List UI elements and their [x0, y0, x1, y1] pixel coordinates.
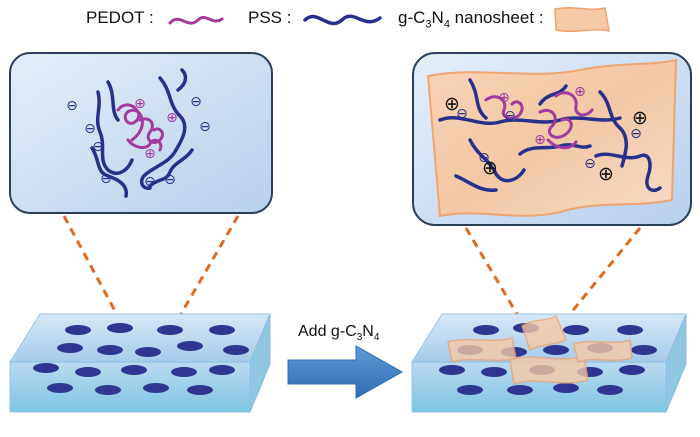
arrow-sub2: 4 [373, 332, 380, 344]
pedot-legend-squiggle [168, 15, 224, 25]
left-zoom-panel: ⊖ ⊖ ⊖ ⊖ ⊖ ⊖ ⊖ ⊖ ⊕ ⊕ ⊕ [9, 52, 273, 214]
right-pedot-chains [484, 91, 594, 150]
minus-sign: ⊖ [456, 106, 468, 122]
plus-sign: ⊕ [632, 107, 648, 129]
left-pedot-chains [116, 103, 164, 152]
process-arrow [287, 345, 404, 399]
minus-sign: ⊖ [199, 119, 211, 135]
plus-sign: ⊕ [482, 157, 498, 179]
arrow-label: Add g-C3N4 [298, 323, 379, 343]
left-pedot-pss-domains [33, 323, 249, 395]
minus-sign: ⊖ [164, 172, 176, 188]
nanosheet-legend-label: g-C3N4 nanosheet : [398, 8, 544, 30]
pss-legend-label: PSS : [248, 8, 292, 28]
plus-sign: ⊕ [574, 84, 586, 100]
minus-sign: ⊖ [630, 126, 642, 142]
pedot-label: PEDOT [86, 8, 145, 27]
arrow-prefix: Add g-C [298, 323, 357, 340]
embedded-nanosheets [447, 314, 633, 385]
pedot-legend-label: PEDOT : [86, 8, 154, 28]
minus-sign: ⊖ [504, 108, 516, 124]
minus-sign: ⊖ [144, 174, 156, 190]
gcn-suffix: nanosheet [449, 8, 535, 27]
plus-sign: ⊕ [534, 132, 546, 148]
left-pss-chains [90, 68, 194, 198]
plus-sign: ⊕ [166, 110, 178, 126]
legend-separator: : [286, 8, 292, 27]
arrow-mid: N [362, 323, 374, 340]
minus-sign: ⊖ [92, 139, 104, 155]
pss-legend-squiggle [303, 14, 382, 26]
legend-separator: : [538, 8, 544, 27]
arrow-sub1: 3 [356, 332, 363, 344]
minus-sign: ⊖ [584, 156, 596, 172]
gcn-prefix: g-C [398, 8, 426, 27]
right-zoom-panel: ⊕ ⊕ ⊕ ⊕ ⊕ ⊕ ⊕ ⊖ ⊖ ⊖ ⊖ ⊖ [412, 52, 692, 226]
left-film-block [9, 313, 271, 413]
pss-label: PSS [248, 8, 283, 27]
minus-sign: ⊖ [100, 171, 112, 187]
left-charges: ⊖ ⊖ ⊖ ⊖ ⊖ ⊖ ⊖ ⊖ ⊕ ⊕ ⊕ [66, 94, 211, 190]
plus-sign: ⊕ [498, 90, 510, 106]
legend-separator: : [149, 8, 154, 27]
minus-sign: ⊖ [66, 98, 78, 114]
plus-sign: ⊕ [598, 163, 614, 185]
plus-sign: ⊕ [444, 93, 460, 115]
right-film-block [411, 313, 687, 413]
nanosheet-legend-swatch [554, 6, 610, 33]
plus-sign: ⊕ [144, 146, 156, 162]
legend [168, 6, 610, 33]
right-charges: ⊕ ⊕ ⊕ ⊕ ⊕ ⊕ ⊕ ⊖ ⊖ ⊖ ⊖ ⊖ [444, 84, 648, 185]
minus-sign: ⊖ [478, 150, 490, 166]
plus-sign: ⊕ [134, 96, 146, 112]
gcn-mid: N [431, 8, 444, 27]
minus-sign: ⊖ [190, 94, 202, 110]
gcn-sub1: 3 [425, 18, 432, 31]
gcn-sub2: 4 [443, 18, 450, 31]
minus-sign: ⊖ [84, 121, 96, 137]
